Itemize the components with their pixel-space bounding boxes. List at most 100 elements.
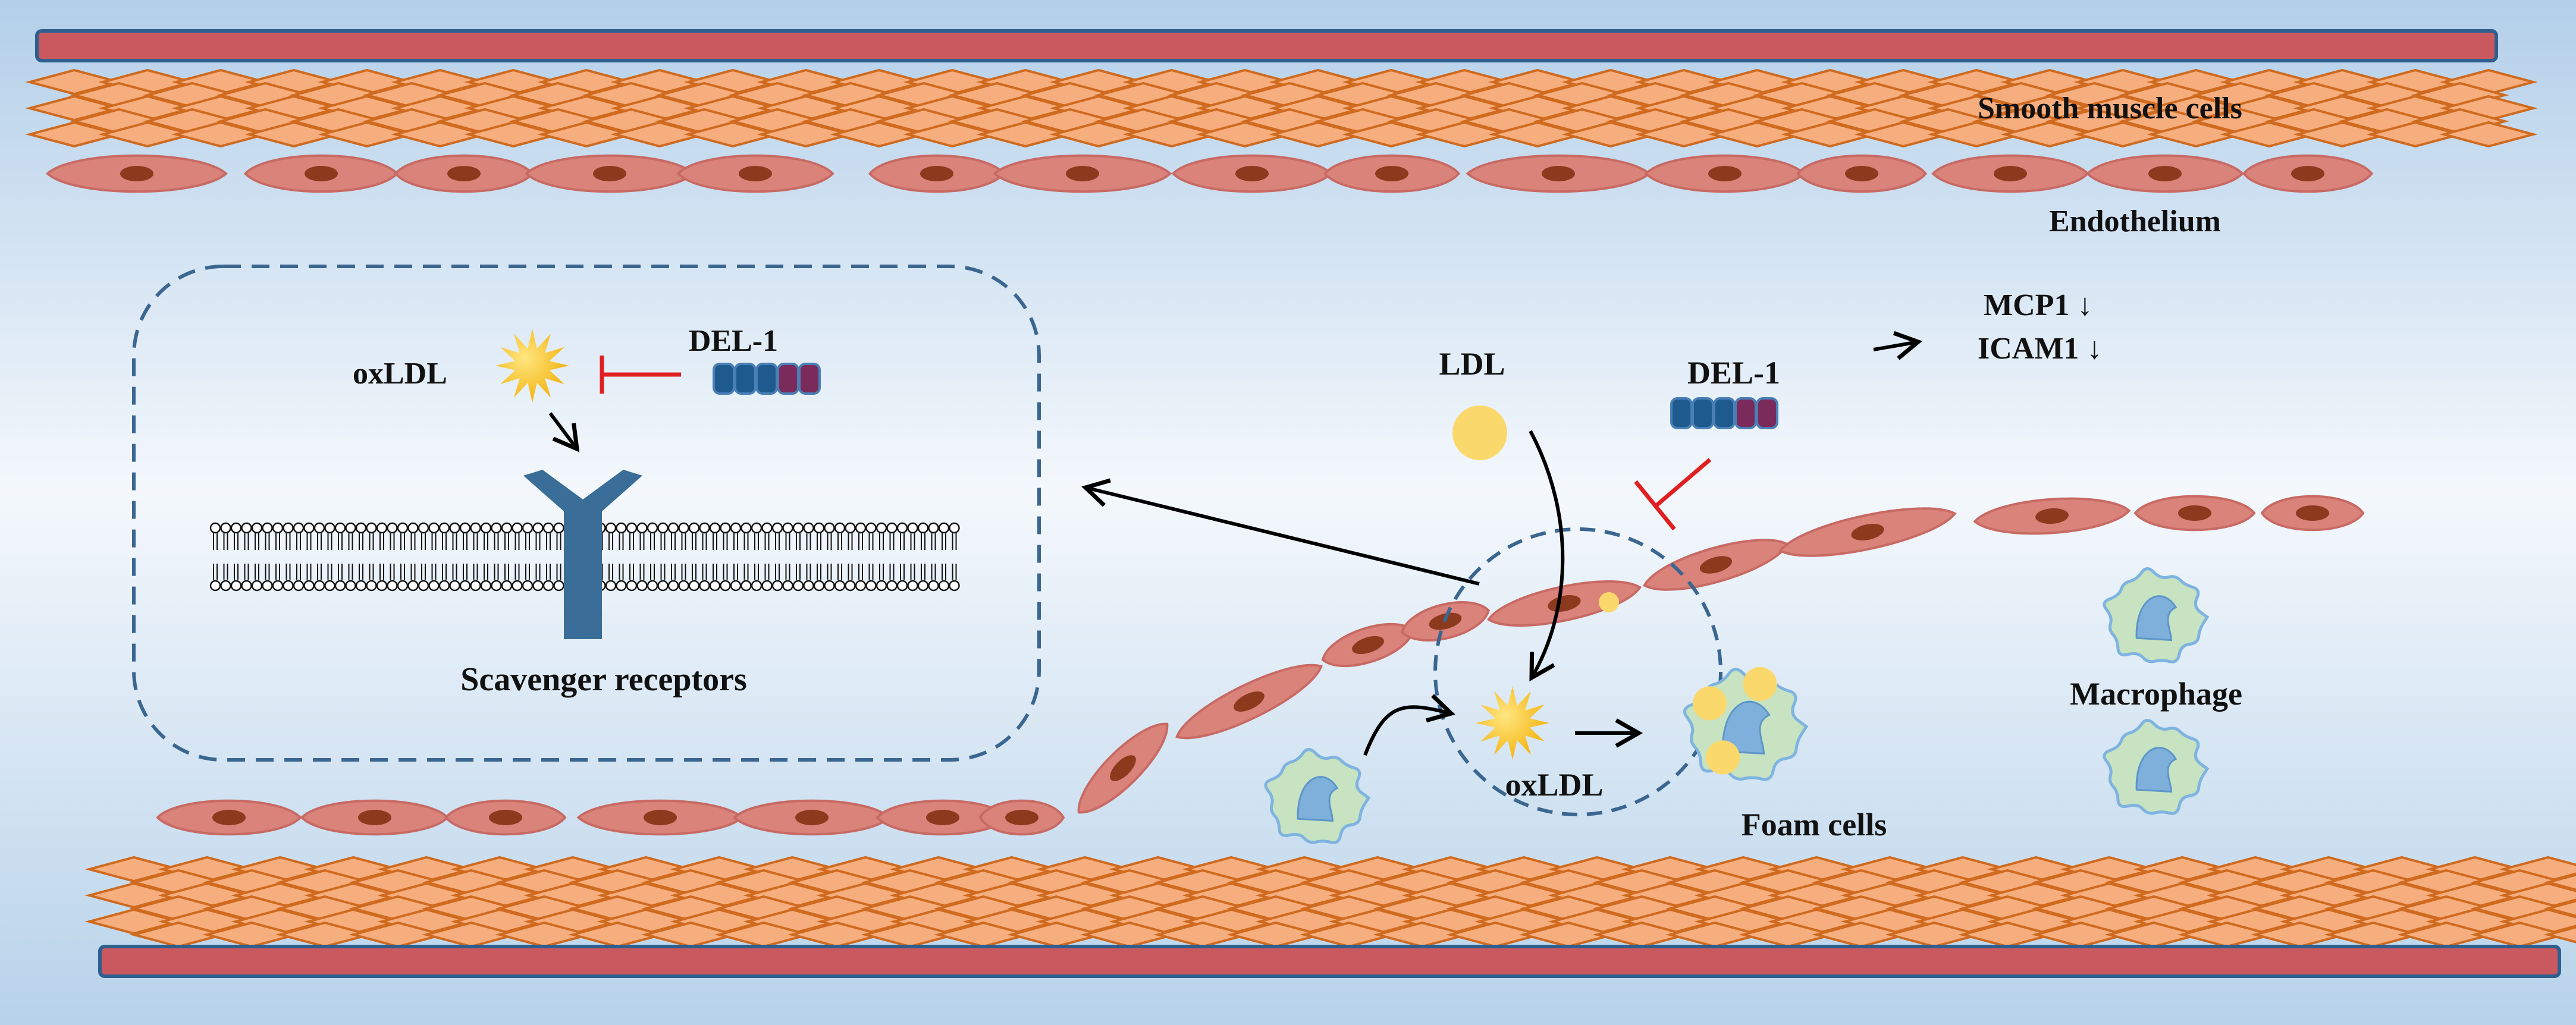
- scavenger-receptor-inset: Scavenger receptors oxLDL DEL-1: [132, 265, 1041, 762]
- endothelial-cell: [1778, 507, 1957, 557]
- del1-domain: [713, 363, 735, 395]
- inhibition-arrow-inset: [600, 356, 681, 394]
- main-process: LDL DEL-1 MCP1 ↓ ICAM1 ↓ oxLDL Foam cell…: [1081, 288, 2242, 844]
- del1-protein-inset: [713, 363, 821, 395]
- del1-domain: [1670, 397, 1693, 429]
- endothelial-cell: [868, 154, 1006, 193]
- del1-main-label: DEL-1: [1687, 355, 1780, 391]
- foam-cells-label: Foam cells: [1742, 807, 1887, 842]
- nucleus: [358, 810, 391, 825]
- endothelium-bottom: [156, 799, 1065, 836]
- icam1-label: ICAM1 ↓: [1978, 332, 2102, 366]
- nucleus: [447, 166, 481, 181]
- inset-dashed-frame: [132, 265, 1041, 762]
- del1-to-cytokines-arrow: [1873, 331, 1922, 360]
- macrophage-nucleus: [2135, 747, 2177, 793]
- nucleus: [1110, 755, 1136, 781]
- endothelial-cell: [525, 154, 695, 193]
- mcp1-label: MCP1 ↓: [1984, 288, 2092, 322]
- endothelial-cell: [993, 154, 1172, 193]
- endothelial-cell: [444, 799, 567, 836]
- smooth-muscle-layer-bottom: [84, 856, 2576, 948]
- smooth-muscle-layer-top: [25, 68, 2538, 148]
- ldl-label: LDL: [1439, 346, 1505, 382]
- macrophage-cell: [2103, 719, 2210, 815]
- endothelial-cell: [1644, 154, 1806, 193]
- del1-domain: [1713, 397, 1736, 429]
- endothelial-cell: [1466, 154, 1651, 193]
- oxldl-main-label: oxLDL: [1505, 767, 1603, 803]
- endothelial-cell: [676, 154, 834, 193]
- oxldl-inset-label: oxLDL: [353, 357, 447, 391]
- endothelial-cell: [733, 799, 891, 836]
- endothelial-cell: [2133, 495, 2256, 532]
- endothelial-cell: [576, 799, 744, 836]
- oxidation-dashed-circle: [1433, 527, 1722, 816]
- scavenger-receptor-icon: [523, 470, 642, 639]
- top-vessel-wall: [25, 29, 2538, 193]
- nucleus: [795, 810, 829, 825]
- nucleus: [120, 166, 153, 181]
- endothelial-cell: [1171, 154, 1333, 193]
- nucleus: [2291, 166, 2324, 181]
- macrophage-label: Macrophage: [2070, 676, 2242, 712]
- nucleus: [2296, 505, 2329, 521]
- endothelial-cell: [1796, 154, 1928, 193]
- scavenger-receptors-label: Scavenger receptors: [460, 661, 747, 698]
- nucleus: [593, 166, 626, 181]
- nucleus: [920, 166, 953, 181]
- nucleus: [305, 166, 338, 181]
- nucleus: [1352, 636, 1384, 655]
- endothelial-cell: [1077, 722, 1169, 814]
- lipid-droplet: [1706, 740, 1740, 775]
- nucleus: [1851, 524, 1884, 540]
- smooth-muscle-cell: [2439, 121, 2538, 148]
- endothelial-cell: [1175, 664, 1323, 740]
- ldl-particle: [1452, 405, 1507, 460]
- nucleus: [644, 810, 677, 825]
- endothelium-label: Endothelium: [2049, 205, 2221, 238]
- nucleus: [1542, 166, 1575, 181]
- del1-domain: [1692, 397, 1714, 429]
- del1-domain: [1756, 397, 1778, 429]
- endothelial-cell: [978, 799, 1065, 836]
- smooth-muscle-cell: [2543, 873, 2576, 891]
- vessel-wall-bar-top: [35, 29, 2498, 62]
- del1-inset-label: DEL-1: [689, 324, 778, 358]
- macrophage-nucleus: [1722, 700, 1771, 755]
- inhibition-arrow-main: [1634, 458, 1712, 531]
- endothelial-cell: [1931, 154, 2089, 193]
- macrophage-to-oxldl-arrow: [1363, 694, 1455, 756]
- circle-to-inset-arrow: [1081, 478, 1480, 586]
- nucleus: [1375, 166, 1408, 181]
- del1-domain: [1734, 397, 1757, 429]
- endothelial-cell: [300, 799, 450, 836]
- endothelial-cell: [1973, 497, 2131, 535]
- endothelial-cell: [2242, 154, 2374, 193]
- nucleus: [2035, 508, 2069, 524]
- lipid-droplet: [1743, 666, 1777, 702]
- nucleus: [1548, 595, 1581, 612]
- nucleus: [1234, 691, 1265, 712]
- vessel-wall-bar-bottom: [98, 945, 2561, 978]
- ldl-to-oxldl-arrow: [1529, 430, 1565, 682]
- nucleus: [739, 166, 772, 181]
- endothelial-cell: [1487, 580, 1642, 627]
- nucleus: [489, 810, 522, 825]
- bottom-vessel-wall: [84, 799, 2576, 978]
- nucleus: [926, 810, 959, 825]
- del1-domain: [798, 363, 821, 395]
- nucleus: [2148, 166, 2182, 181]
- macrophage-entering: [1264, 748, 1371, 844]
- macrophage-nucleus: [1297, 776, 1339, 822]
- nucleus: [1005, 810, 1038, 825]
- smooth-muscle-cell: [2543, 926, 2576, 944]
- endothelial-cell: [1323, 154, 1461, 193]
- nucleus: [1235, 166, 1269, 181]
- endothelial-cell: [1643, 539, 1789, 591]
- endothelial-cell: [45, 154, 228, 193]
- endothelial-cell: [156, 799, 302, 836]
- nucleus: [1994, 166, 2027, 181]
- endothelial-cell: [243, 154, 399, 193]
- endothelial-cell: [2260, 495, 2365, 532]
